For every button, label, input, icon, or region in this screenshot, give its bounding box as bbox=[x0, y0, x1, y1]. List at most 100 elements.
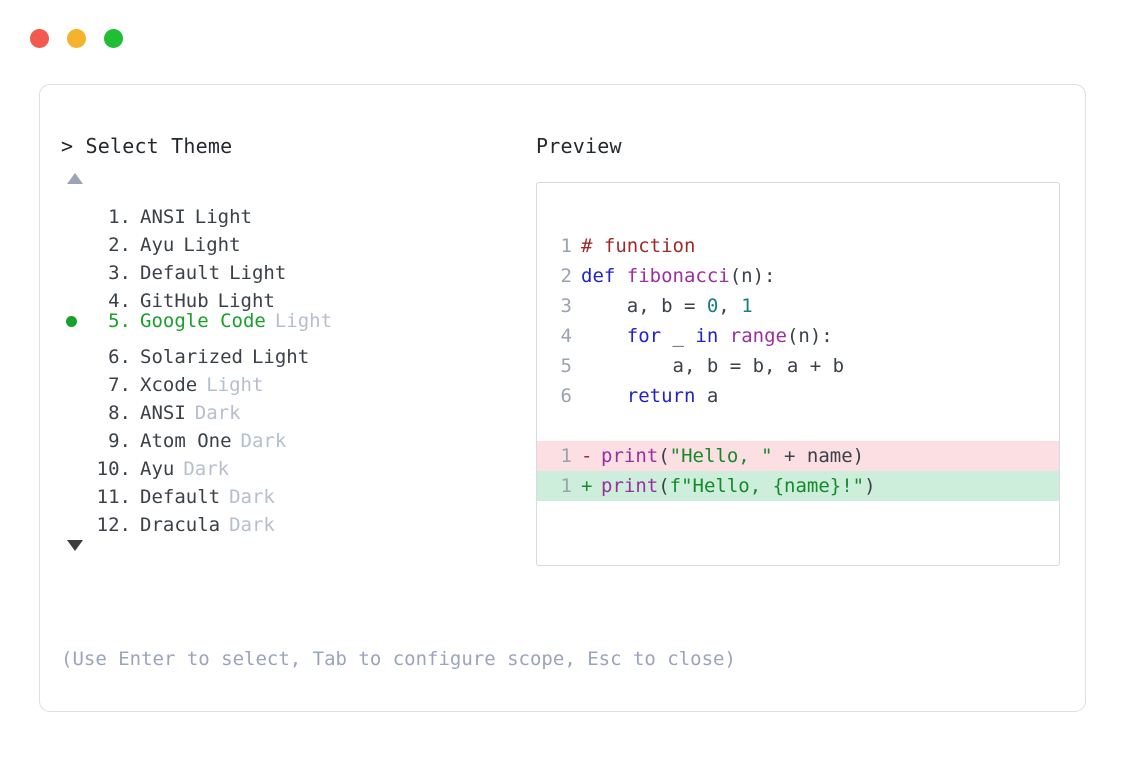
theme-item-variant: Dark bbox=[240, 430, 287, 452]
theme-item-variant: Light bbox=[206, 374, 264, 396]
triangle-up-icon[interactable] bbox=[67, 173, 83, 184]
selected-bullet-icon bbox=[66, 316, 77, 327]
code-line-source: def fibonacci(n): bbox=[581, 261, 1059, 291]
theme-item-name: ANSI bbox=[140, 206, 186, 228]
selection-bullet-cell bbox=[61, 223, 87, 251]
theme-list-item[interactable]: 12. Dracula Dark bbox=[61, 503, 531, 536]
selection-bullet-cell bbox=[61, 251, 87, 279]
code-token: print bbox=[601, 475, 659, 497]
code-line: 3 a, b = 0, 1 bbox=[537, 291, 1059, 321]
code-token: ) bbox=[864, 475, 876, 497]
theme-item-index: 9. bbox=[108, 430, 131, 452]
selection-bullet-cell bbox=[61, 195, 87, 223]
code-token: ( bbox=[658, 475, 670, 497]
code-token: ( bbox=[658, 445, 670, 467]
code-line-source: a, b = b, a + b bbox=[581, 351, 1059, 381]
code-token: range bbox=[729, 325, 787, 347]
code-line: 4 for _ in range(n): bbox=[537, 321, 1059, 351]
theme-item-name: Ayu bbox=[140, 458, 175, 480]
theme-item-variant: Light bbox=[194, 206, 252, 228]
triangle-down-icon[interactable] bbox=[67, 540, 83, 551]
preview-label: Preview bbox=[536, 134, 622, 158]
theme-item-name: GitHub bbox=[140, 290, 209, 312]
code-line-source: for _ in range(n): bbox=[581, 321, 1059, 351]
code-token: "Hello, " bbox=[669, 445, 773, 467]
code-token: (n): bbox=[729, 265, 776, 287]
theme-item-index: 8. bbox=[108, 402, 131, 424]
code-token: a, b = b, a + b bbox=[581, 355, 845, 377]
selection-bullet-cell bbox=[61, 279, 87, 307]
code-line: 1# function bbox=[537, 231, 1059, 261]
line-number: 1 bbox=[560, 475, 572, 497]
theme-item-variant: Dark bbox=[194, 402, 241, 424]
selection-bullet-cell bbox=[61, 475, 87, 503]
code-token: 1 bbox=[741, 295, 753, 317]
theme-item-name: Ayu bbox=[140, 234, 175, 256]
selection-bullet-cell bbox=[61, 503, 87, 531]
theme-list-item[interactable]: 4. GitHub Light bbox=[61, 279, 531, 312]
code-line: 5 a, b = b, a + b bbox=[537, 351, 1059, 381]
keyboard-hint: (Use Enter to select, Tab to configure s… bbox=[61, 648, 736, 670]
line-number: 2 bbox=[560, 265, 572, 287]
theme-list-item[interactable]: 9. Atom One Dark bbox=[61, 419, 531, 452]
code-token: a, b = bbox=[581, 295, 707, 317]
theme-item-index: 1. bbox=[108, 206, 131, 228]
theme-item-index: 11. bbox=[96, 486, 131, 508]
maximize-icon[interactable] bbox=[104, 29, 123, 48]
minimize-icon[interactable] bbox=[67, 29, 86, 48]
diff-block: 1-print("Hello, " + name)1+print(f"Hello… bbox=[537, 441, 1059, 501]
theme-item-variant: Dark bbox=[183, 458, 230, 480]
code-token: # function bbox=[581, 235, 696, 257]
line-number: 1 bbox=[560, 445, 572, 467]
code-token: 0 bbox=[706, 295, 719, 317]
close-icon[interactable] bbox=[30, 29, 49, 48]
theme-item-name: Google Code bbox=[140, 310, 266, 332]
diff-line-source: print(f"Hello, {name}!") bbox=[601, 471, 1059, 501]
line-number: 5 bbox=[560, 355, 572, 377]
code-token: return bbox=[626, 385, 696, 407]
theme-item-name: Atom One bbox=[140, 430, 232, 452]
theme-item-index: 2. bbox=[108, 234, 131, 256]
code-line: 2 def fibonacci(n): bbox=[537, 261, 1059, 291]
code-token bbox=[718, 325, 729, 347]
theme-item-variant: Light bbox=[229, 262, 287, 284]
code-token: f"Hello, {name}!" bbox=[669, 475, 865, 497]
theme-item-name: Solarized bbox=[140, 346, 243, 368]
diff-marker: + bbox=[581, 475, 593, 497]
line-number: 6 bbox=[560, 385, 572, 407]
code-token: in bbox=[695, 325, 719, 347]
theme-item-index: 3. bbox=[108, 262, 131, 284]
theme-list-item[interactable]: 3. Default Light bbox=[61, 251, 531, 284]
theme-item-variant: Light bbox=[217, 290, 275, 312]
code-token: for bbox=[626, 325, 662, 347]
theme-item-index: 4. bbox=[108, 290, 131, 312]
theme-list-item[interactable]: 1. ANSI Light bbox=[61, 195, 531, 228]
theme-item-name: Default bbox=[140, 262, 221, 284]
theme-item-variant: Dark bbox=[229, 486, 275, 508]
diff-marker: - bbox=[581, 445, 593, 467]
code-token: _ bbox=[661, 325, 696, 347]
theme-item-index: 12. bbox=[96, 514, 131, 536]
theme-item-name: Dracula bbox=[140, 514, 221, 536]
theme-item-index: 7. bbox=[108, 374, 131, 396]
theme-item-index: 6. bbox=[108, 346, 131, 368]
diff-line-source: print("Hello, " + name) bbox=[601, 441, 1059, 471]
window-traffic-lights bbox=[30, 29, 123, 48]
theme-item-variant: Dark bbox=[229, 514, 275, 536]
code-token: def bbox=[581, 265, 627, 287]
code-line-source: a, b = 0, 1 bbox=[581, 291, 1059, 321]
